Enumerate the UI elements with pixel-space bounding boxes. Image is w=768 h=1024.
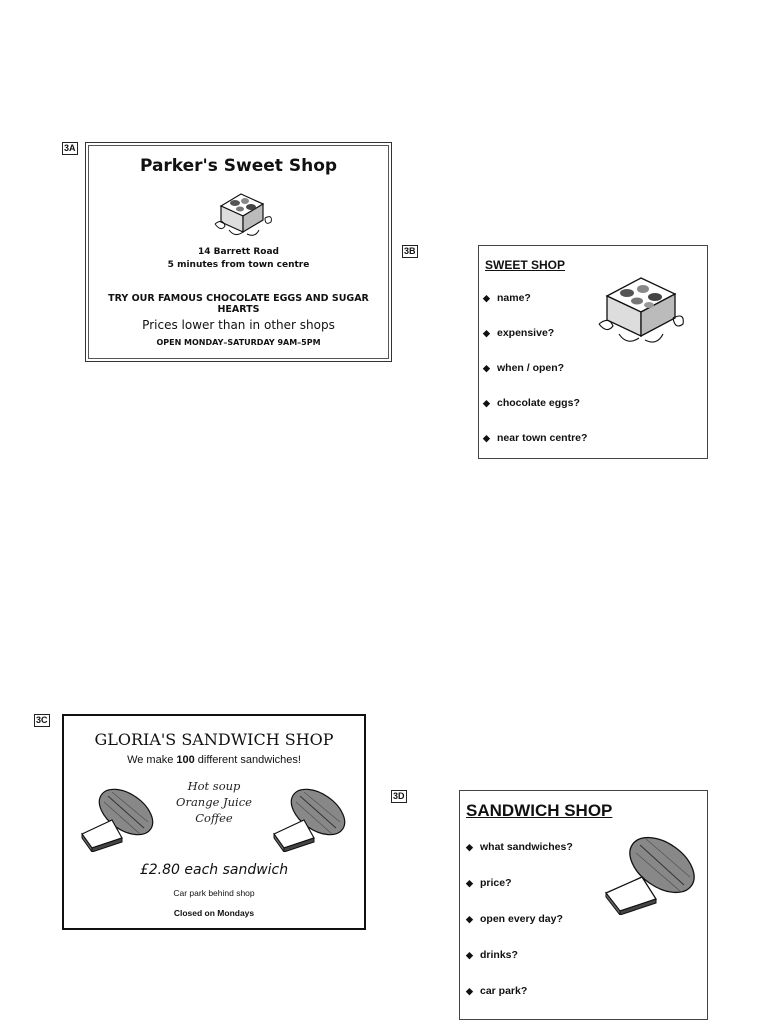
card-3a-prices: Prices lower than in other shops — [142, 318, 335, 332]
list-item: ◆ what sandwiches? — [466, 841, 573, 877]
list-item-label: chocolate eggs? — [497, 397, 580, 409]
diamond-bullet-icon: ◆ — [466, 986, 473, 996]
diamond-bullet-icon: ◆ — [466, 950, 473, 960]
card-3b-title: SWEET SHOP — [485, 258, 566, 272]
list-item: ◆ open every day? — [466, 913, 573, 949]
list-item: ◆ car park? — [466, 985, 573, 1021]
card-3d-question-list: ◆ what sandwiches? ◆ price? ◆ open every da… — [466, 841, 573, 1021]
card-3b-question-list: ◆ name? ◆ expensive? ◆ when / open? ◆ chocol… — [483, 292, 587, 467]
list-item: ◆ near town centre? — [483, 432, 587, 467]
card-3a-tag: 3A — [62, 142, 78, 155]
list-item-label: near town centre? — [497, 432, 588, 444]
card-3c-menu-item: Hot soup — [187, 779, 241, 793]
card-3c-subtitle: We make 100 different sandwiches! — [64, 754, 364, 766]
list-item-label: open every day? — [480, 913, 563, 925]
list-item: ◆ drinks? — [466, 949, 573, 985]
card-3c-menu: Hot soup Orange Juice Coffee — [64, 778, 364, 826]
diamond-bullet-icon: ◆ — [483, 398, 490, 408]
card-3c-tag: 3C — [34, 714, 50, 727]
diamond-bullet-icon: ◆ — [483, 433, 490, 443]
list-item: ◆ price? — [466, 877, 573, 913]
sandwich-icon — [270, 782, 352, 857]
sandwich-icon — [602, 829, 702, 920]
card-3d-tag: 3D — [391, 790, 407, 803]
sandwich-icon — [78, 782, 160, 857]
card-3a-hours: OPEN MONDAY–SATURDAY 9AM–5PM — [156, 338, 321, 347]
list-item: ◆ when / open? — [483, 362, 587, 397]
list-item-label: drinks? — [480, 949, 518, 961]
card-3d-sandwich-shop-prompts: SANDWICH SHOP ◆ what sandwiches? ◆ price? … — [459, 790, 708, 1020]
card-3a-address-line1: 14 Barrett Road — [198, 247, 279, 257]
card-3a-promo: TRY OUR FAMOUS CHOCOLATE EGGS AND SUGAR … — [108, 293, 369, 315]
card-3b-tag: 3B — [402, 245, 418, 258]
list-item: ◆ expensive? — [483, 327, 587, 362]
card-3c-closed: Closed on Mondays — [173, 908, 255, 918]
card-3a-address: 14 Barrett Road 5 minutes from town cent… — [89, 246, 388, 272]
card-3d-title: SANDWICH SHOP — [466, 801, 613, 820]
list-item-label: what sandwiches? — [480, 841, 573, 853]
diamond-bullet-icon: ◆ — [466, 914, 473, 924]
card-3a-address-line2: 5 minutes from town centre — [167, 260, 310, 270]
card-3c-parking: Car park behind shop — [173, 888, 255, 898]
list-item: ◆ chocolate eggs? — [483, 397, 587, 432]
card-3a-title: Parker's Sweet Shop — [139, 156, 338, 176]
diamond-bullet-icon: ◆ — [483, 328, 490, 338]
card-3c-title: GLORIA'S SANDWICH SHOP — [94, 730, 334, 749]
card-3c-subtitle-end: different sandwiches! — [194, 754, 301, 766]
card-3c-menu-item: Orange Juice — [176, 795, 252, 809]
list-item-label: when / open? — [497, 362, 565, 374]
card-3c-subtitle-start: We make — [127, 754, 177, 766]
diamond-bullet-icon: ◆ — [483, 363, 490, 373]
list-item-label: car park? — [480, 985, 528, 997]
card-3c-price: £2.80 each sandwich — [139, 862, 289, 878]
list-item: ◆ name? — [483, 292, 587, 327]
list-item-label: price? — [480, 877, 512, 889]
diamond-bullet-icon: ◆ — [466, 842, 473, 852]
diamond-bullet-icon: ◆ — [466, 878, 473, 888]
card-3c-menu-item: Coffee — [195, 811, 233, 825]
list-item-label: name? — [497, 292, 531, 304]
card-3a-sweet-shop-advert: Parker's Sweet Shop 14 Barrett Road 5 mi… — [85, 142, 392, 362]
card-3c-sandwich-shop-advert: GLORIA'S SANDWICH SHOP We make 100 diffe… — [62, 714, 366, 930]
card-3b-sweet-shop-prompts: SWEET SHOP ◆ name? ◆ expensive? ◆ when / op… — [478, 245, 708, 459]
chocolate-box-icon — [595, 266, 687, 355]
diamond-bullet-icon: ◆ — [483, 293, 490, 303]
card-3c-subtitle-number: 100 — [176, 754, 195, 766]
list-item-label: expensive? — [497, 327, 555, 339]
card-3a-inner-frame: Parker's Sweet Shop 14 Barrett Road 5 mi… — [88, 145, 389, 359]
chocolate-box-icon — [209, 184, 273, 245]
